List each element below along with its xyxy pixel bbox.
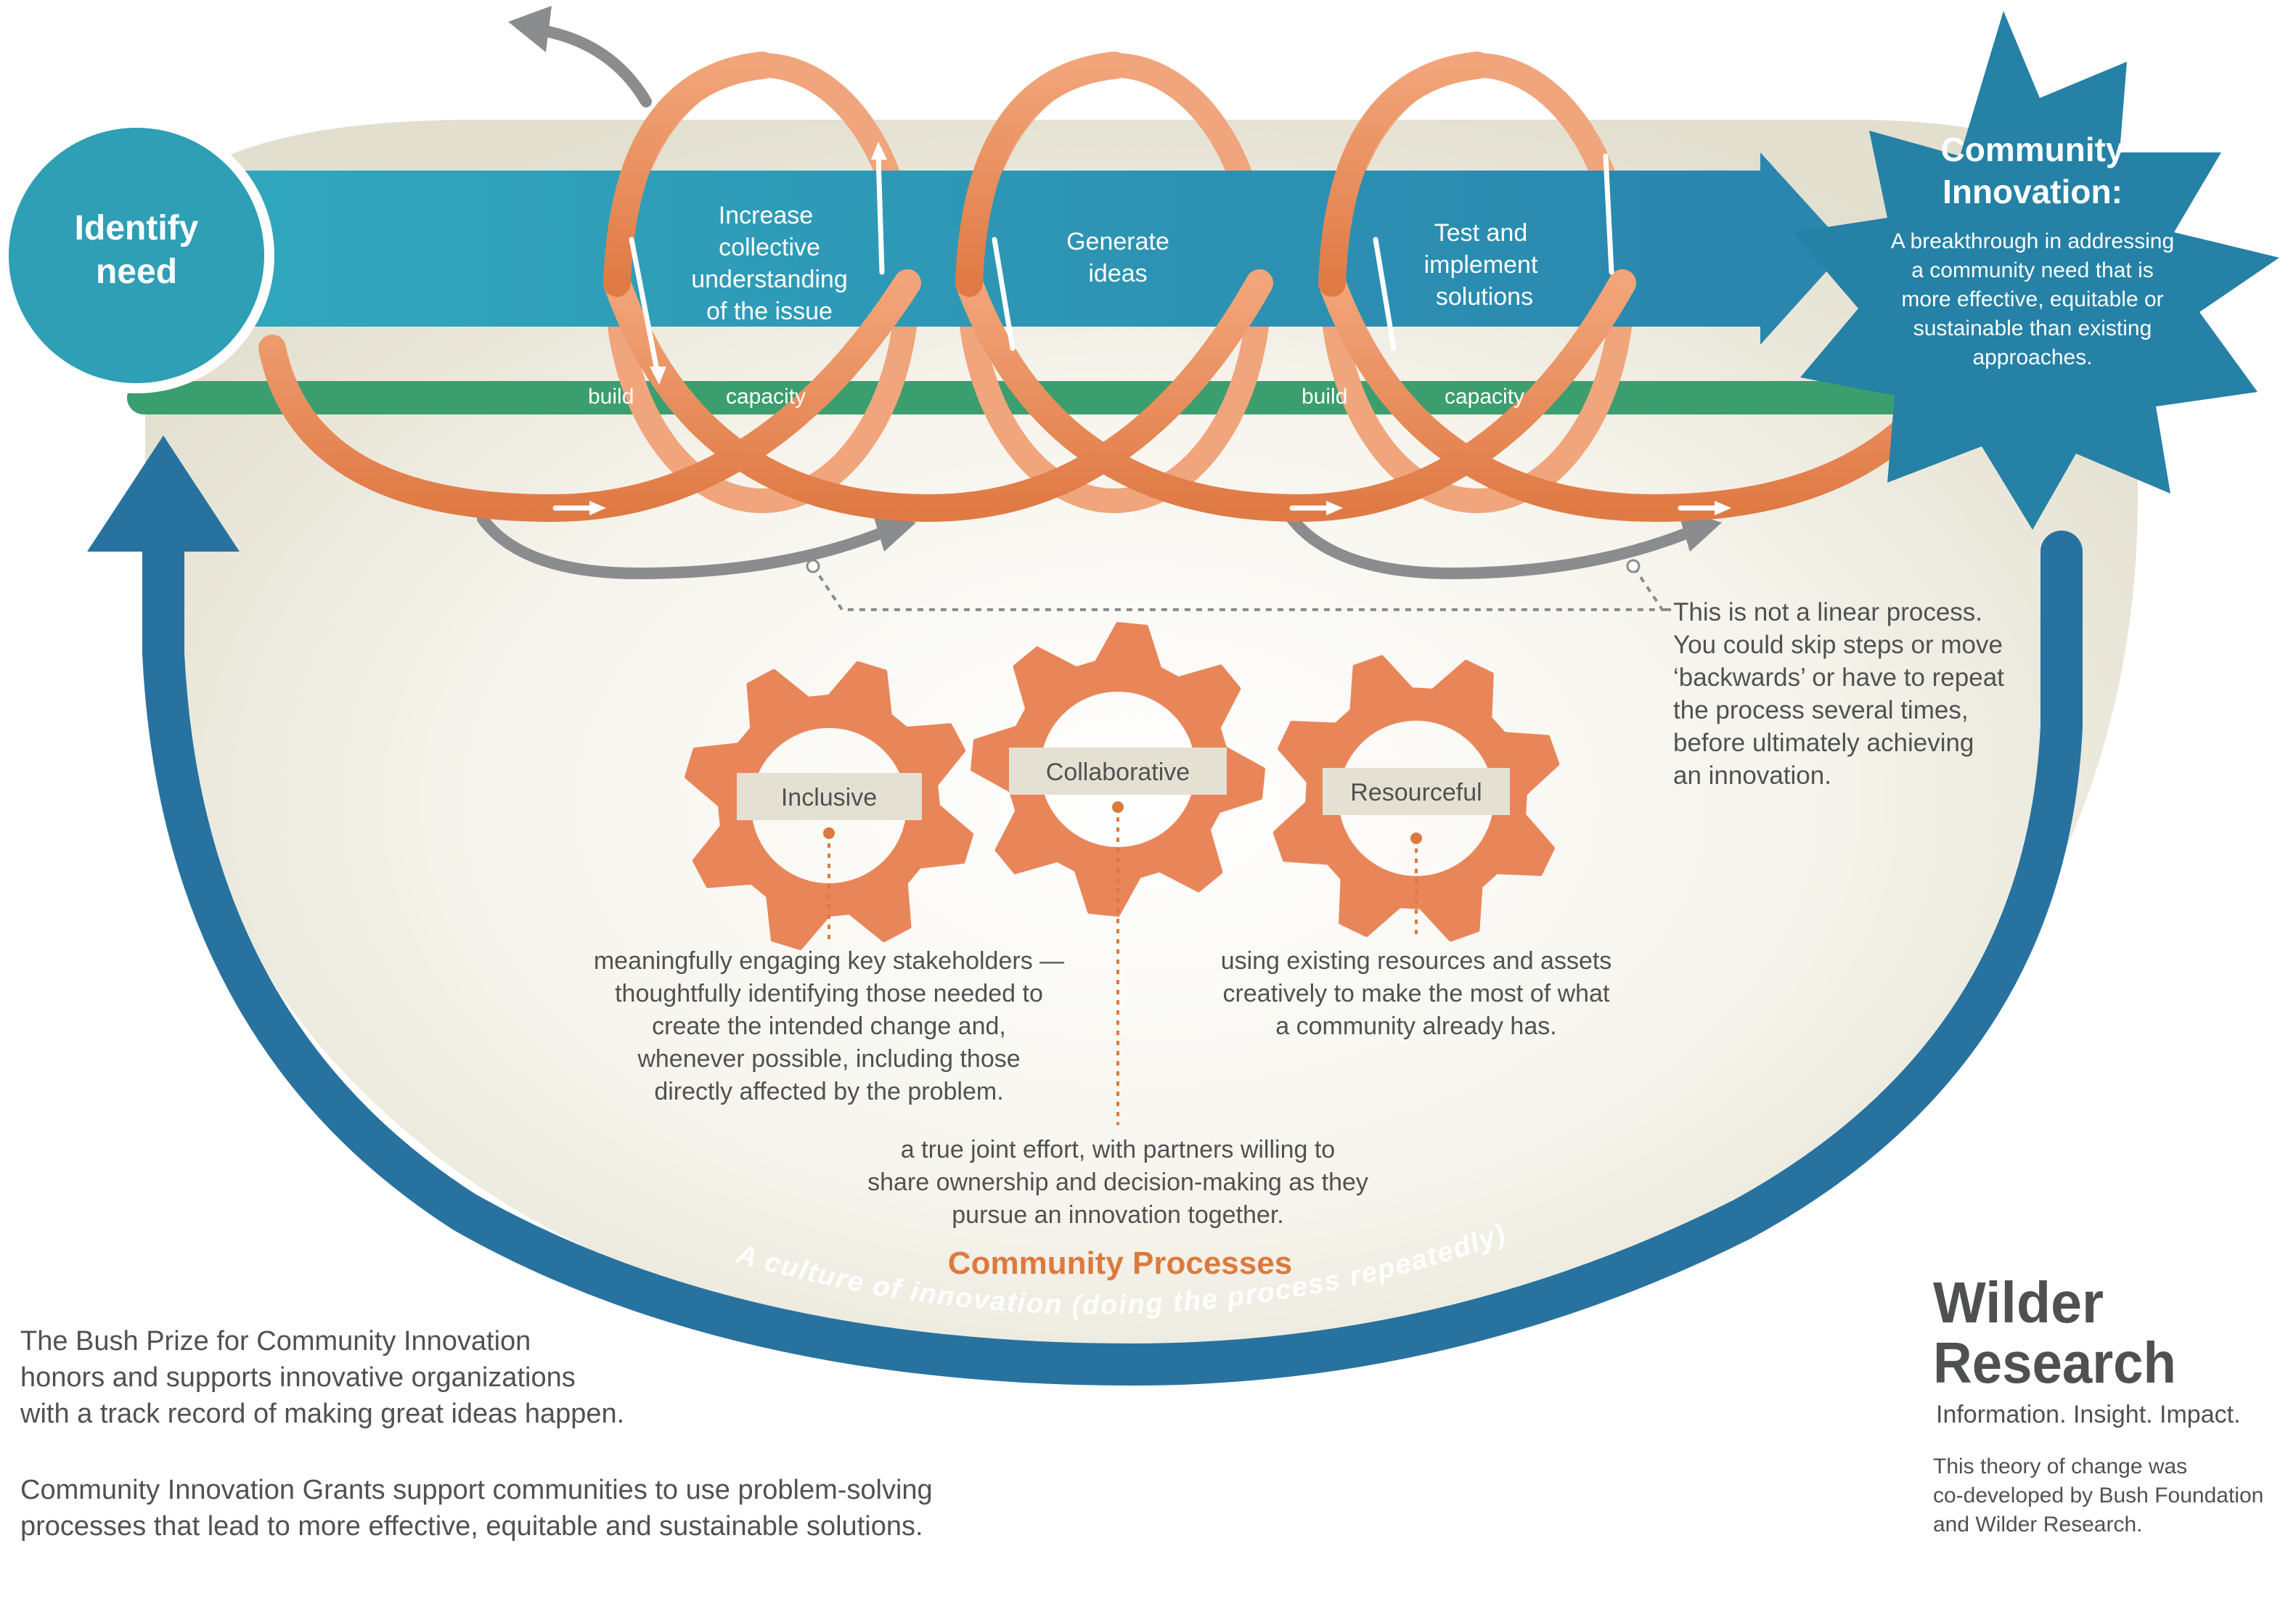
gear-label-collaborative: Collaborative [1009, 748, 1227, 795]
collaborative-desc-line2: share ownership and decision-making as t… [867, 1169, 1368, 1196]
inclusive-desc-line4: whenever possible, including those [637, 1045, 1020, 1073]
flow-arrows [552, 153, 1720, 511]
bush-prize-line3: with a track record of making great idea… [20, 1399, 624, 1429]
identify-need-line1: Identify [75, 209, 199, 247]
innovation-desc-line3: more effective, equitable or [1901, 287, 2163, 311]
wilder-name-line2: Research [1933, 1330, 2176, 1395]
step-increase-understanding-line1: Increase [719, 202, 813, 229]
resourceful-desc-line2: creatively to make the most of what [1223, 980, 1610, 1007]
grants-line2: processes that lead to more effective, e… [20, 1511, 923, 1542]
capacity-label-build-1: build [588, 385, 634, 409]
inclusive-desc-line3: create the intended change and, [652, 1012, 1006, 1040]
grants-line1: Community Innovation Grants support comm… [20, 1475, 933, 1505]
callout-dot-2 [1626, 559, 1641, 573]
step-test-implement-line3: solutions [1436, 283, 1533, 311]
step-generate-ideas-line2: ideas [1088, 260, 1147, 287]
wilder-note-line3: and Wilder Research. [1933, 1513, 2142, 1537]
community-processes-title: Community Processes [948, 1245, 1292, 1281]
gear-label-resourceful: Resourceful [1323, 768, 1510, 815]
gear-label-resourceful-text: Resourceful [1350, 779, 1482, 806]
identify-need-node: Identify need [0, 118, 274, 393]
innovation-desc-line4: sustainable than existing [1913, 316, 2152, 340]
inclusive-desc-line2: thoughtfully identifying those needed to [615, 980, 1043, 1007]
gear-label-inclusive-text: Inclusive [781, 784, 877, 811]
step-test-implement-line2: implement [1424, 251, 1538, 279]
resourceful-desc-line3: a community already has. [1275, 1012, 1556, 1040]
wilder-name-line1: Wilder [1933, 1270, 2104, 1335]
nonlinear-callout-line [812, 565, 1665, 611]
nonlinear-note-line5: before ultimately achieving [1673, 729, 1974, 757]
wilder-tagline: Information. Insight. Impact. [1936, 1401, 2241, 1428]
wilder-research-logo: Wilder Research Information. Insight. Im… [1933, 1270, 2241, 1428]
nonlinear-note-line6: an innovation. [1673, 761, 1831, 790]
skip-arrows [477, 23, 1701, 580]
nonlinear-note-line3: ‘backwards’ or have to repeat [1673, 663, 2004, 692]
step-increase-understanding-line2: collective [719, 234, 820, 261]
gear-label-collaborative-text: Collaborative [1046, 758, 1190, 786]
bush-prize-line2: honors and supports innovative organizat… [20, 1362, 576, 1393]
wilder-note-line2: co-developed by Bush Foundation [1933, 1484, 2263, 1507]
collaborative-desc-line3: pursue an innovation together. [952, 1201, 1283, 1229]
capacity-label-capacity-1: capacity [726, 385, 806, 409]
innovation-title-line2: Innovation: [1942, 173, 2123, 210]
capacity-label-capacity-2: capacity [1445, 385, 1524, 409]
inclusive-desc-line5: directly affected by the problem. [654, 1078, 1003, 1105]
innovation-desc-line2: a community need that is [1911, 258, 2154, 282]
step-generate-ideas-line1: Generate [1066, 228, 1169, 255]
spiral-front [258, 52, 1959, 523]
community-innovation-burst: Community Innovation: A breakthrough in … [1793, 11, 2279, 530]
innovation-title-line1: Community [1941, 131, 2125, 168]
gear-connectors [828, 807, 1418, 1125]
bush-prize-line1: The Bush Prize for Community Innovation [20, 1326, 531, 1357]
innovation-desc-line5: approaches. [1972, 345, 2092, 369]
step-test-implement-line1: Test and [1434, 219, 1528, 247]
gear-label-inclusive: Inclusive [737, 773, 922, 820]
nonlinear-note-line1: This is not a linear process. [1673, 598, 1982, 626]
gear-connector-dots [823, 801, 1422, 844]
nonlinear-note-line4: the process several times, [1673, 696, 1969, 724]
callout-dot-1 [806, 559, 820, 573]
step-increase-understanding-line4: of the issue [706, 298, 833, 325]
inclusive-desc-line1: meaningfully engaging key stakeholders — [594, 947, 1064, 975]
innovation-desc-line1: A breakthrough in addressing [1891, 229, 2174, 253]
resourceful-desc-line1: using existing resources and assets [1221, 947, 1612, 975]
step-increase-understanding-line3: understanding [691, 266, 848, 293]
flow-arrowheads [589, 142, 1731, 515]
culture-arc [87, 435, 2083, 1386]
capacity-label-build-2: build [1302, 385, 1347, 409]
identify-need-line2: need [96, 253, 177, 291]
collaborative-desc-line1: a true joint effort, with partners willi… [901, 1136, 1335, 1163]
wilder-note-line1: This theory of change was [1933, 1455, 2187, 1478]
nonlinear-note-line2: You could skip steps or move [1673, 631, 2003, 659]
